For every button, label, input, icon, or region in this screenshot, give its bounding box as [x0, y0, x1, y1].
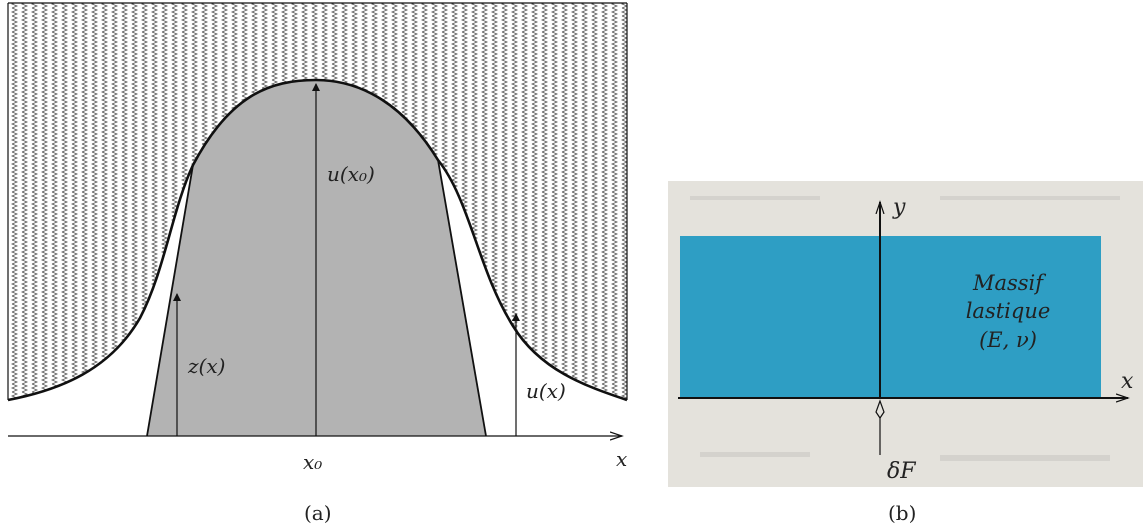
panel-b: y x Massif lastique (E, ν) δF (b) [668, 181, 1143, 525]
punch-left-edge [146, 164, 194, 437]
label-y-axis-b: y [892, 195, 906, 220]
label-u-x0: u(x₀) [327, 162, 375, 186]
label-x-axis-b: x [1121, 369, 1134, 394]
label-u-x: u(x) [526, 379, 566, 403]
label-lastique: lastique [966, 299, 1051, 323]
elastic-region-hatch [8, 3, 627, 400]
force-arrowhead [875, 399, 885, 420]
caption-b: (b) [888, 501, 916, 525]
panel-a: u(x₀) z(x) u(x) x₀ x (a) [7, 2, 628, 525]
label-massif: Massif [972, 271, 1046, 295]
caption-a: (a) [304, 501, 332, 525]
label-x0: x₀ [303, 450, 322, 474]
label-x-axis-a: x [616, 447, 627, 471]
contact-surface-curve [7, 78, 628, 402]
elastic-body [680, 236, 1101, 398]
label-z-x: z(x) [187, 354, 225, 378]
print-through [690, 196, 1120, 461]
label-e-nu: (E, ν) [979, 328, 1037, 352]
punch-right-edge [437, 159, 487, 437]
label-delta-f: δF [887, 459, 916, 484]
